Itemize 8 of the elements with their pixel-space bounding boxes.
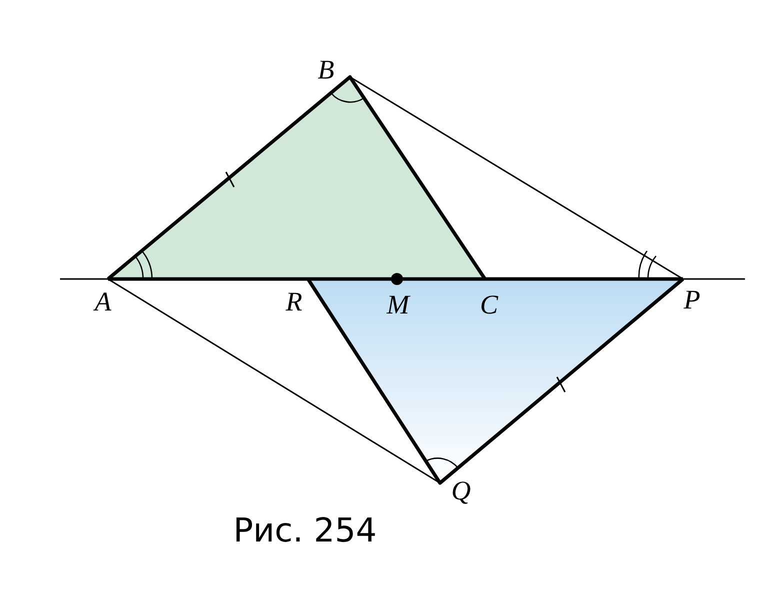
point-label: B — [318, 56, 334, 84]
point-label: M — [386, 292, 410, 318]
figure-caption: Рис. 254 — [233, 514, 377, 546]
point-label: P — [684, 286, 700, 314]
point-label: Q — [451, 478, 471, 504]
point-label: A — [94, 288, 112, 316]
point-label: C — [480, 292, 498, 318]
point-label: R — [286, 288, 302, 316]
